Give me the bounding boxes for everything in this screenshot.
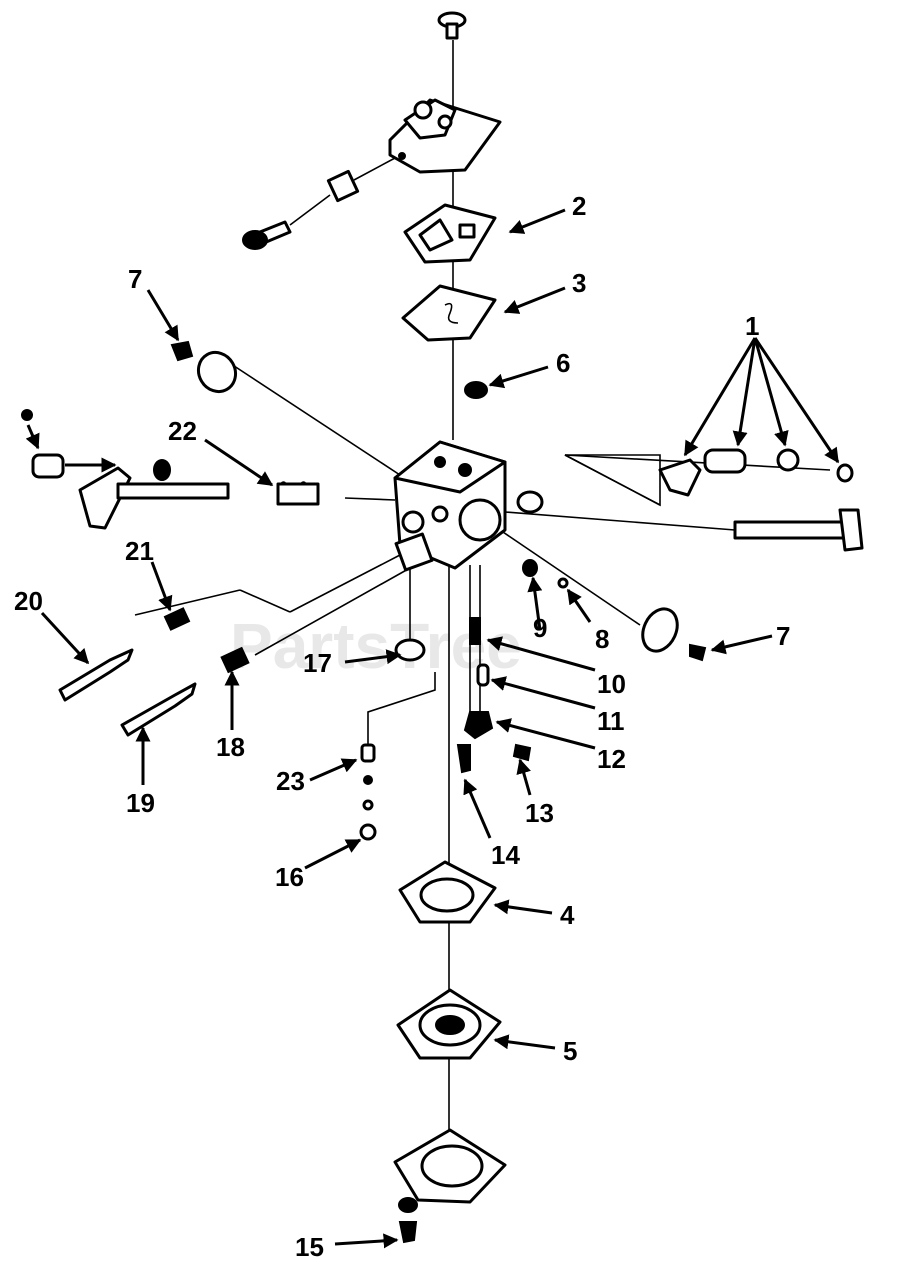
welch-plug [394,638,426,662]
callout-11: 11 [597,706,625,736]
callout-17: 17 [303,648,332,678]
metering-diaphragm [396,988,502,1060]
callout-15: 15 [295,1232,324,1262]
cover-screw-15 [398,1197,418,1244]
callout-21: 21 [125,536,154,566]
callout-5: 5 [563,1036,577,1066]
metering-gasket [398,860,497,924]
cover-screw-and-spring [242,157,396,250]
choke-shaft [516,490,864,552]
callout-8: 8 [595,624,609,654]
callout-2: 2 [572,191,586,221]
idle-spring [276,481,320,506]
callout-20: 20 [14,586,43,616]
callout-10: 10 [597,669,626,699]
jets-16-23 [359,743,377,841]
small-parts-8-9 [522,559,569,589]
callout-7-right: 7 [776,621,790,651]
pump-diaphragm [401,284,497,342]
plug-6 [464,381,488,399]
callout-6: 6 [556,348,570,378]
callout-1: 1 [745,311,759,341]
callout-labels: 2 3 1 6 7 22 21 20 17 18 19 23 16 9 8 7 … [14,191,790,1262]
callout-12: 12 [597,744,626,774]
throttle-plate-right [641,607,707,662]
callout-9: 9 [533,613,547,643]
callout-4: 4 [560,900,575,930]
callout-13: 13 [525,798,554,828]
pump-cover [388,98,502,174]
callout-16: 16 [275,862,304,892]
pump-gasket [403,203,497,264]
adjusting-needles [58,607,250,737]
callout-19: 19 [126,788,155,818]
callout-18: 18 [216,732,245,762]
throttle-lever [21,409,230,530]
callout-23: 23 [276,766,305,796]
callout-leaders [25,208,840,1249]
throttle-plate-left [170,340,238,394]
metering-cover [393,1128,507,1204]
callout-3: 3 [572,268,586,298]
choke-parts-set [564,448,854,507]
callout-22: 22 [168,416,197,446]
assembly-axis-lines [134,40,831,1170]
inlet-needle-parts [456,617,532,774]
callout-14: 14 [491,840,520,870]
top-screw [437,11,467,40]
callout-7-left: 7 [128,264,142,294]
carburetor-body [393,440,507,572]
